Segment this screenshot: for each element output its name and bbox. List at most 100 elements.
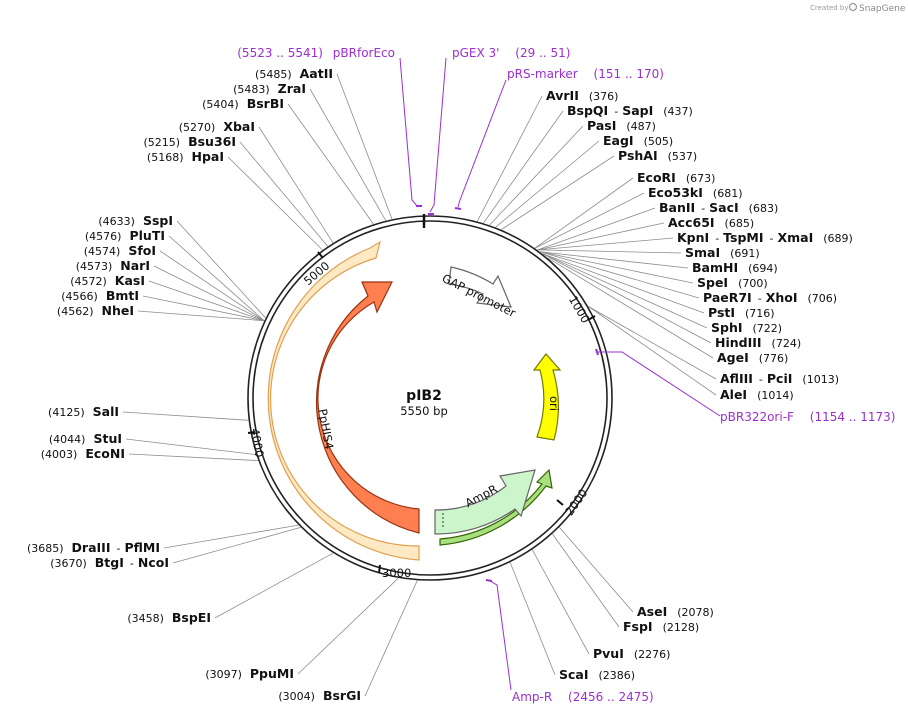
site-position: (722) xyxy=(753,322,783,335)
site-name: NheI xyxy=(102,303,135,318)
site-name: StuI xyxy=(93,431,122,446)
site-fspi[interactable]: FspI(2128) xyxy=(623,619,699,634)
site-label-bsu36i: (5215)Bsu36I xyxy=(144,134,237,149)
site-label-hindiii: HindIII(724) xyxy=(715,335,801,350)
site-afliii-pcii[interactable]: AflIII-PciI(1013) xyxy=(720,371,839,386)
leader-hindiii xyxy=(542,253,712,344)
site-pvui[interactable]: PvuI(2276) xyxy=(593,646,670,661)
primer-prs-marker: pRS-marker (151 .. 170) xyxy=(507,67,664,81)
site-position: (1013) xyxy=(802,373,839,386)
site-sphi[interactable]: SphI (722) xyxy=(711,320,782,335)
site-name: SmaI xyxy=(685,245,720,260)
ampr-feature-arrow[interactable] xyxy=(434,469,536,535)
site-draiii-pflmi[interactable]: (3685)DraIII-PflMI xyxy=(27,540,160,555)
site-position: (505) xyxy=(644,135,674,148)
primers: (5523 .. 5541) pBRforEco pGEX 3' (29 .. … xyxy=(237,46,895,704)
site-ecori[interactable]: EcoRI(673) xyxy=(637,170,715,185)
site-asei[interactable]: AseI(2078) xyxy=(637,604,714,619)
gap-promoter-arrow[interactable] xyxy=(448,266,512,308)
leader-xbai xyxy=(258,126,334,244)
site-name: AvrII xyxy=(546,88,579,103)
site-position: (5215) xyxy=(144,136,181,149)
site-bspei[interactable]: (3458)BspEI xyxy=(127,610,211,625)
site-bsu36i[interactable]: (5215)Bsu36I xyxy=(144,134,237,149)
site-name: KpnI xyxy=(677,230,709,245)
leader-scai xyxy=(509,562,556,676)
site-position: (4633) xyxy=(98,215,135,228)
site-nhei[interactable]: (4562)NheI xyxy=(57,303,134,318)
site-bsrgi[interactable]: (3004)BsrGI xyxy=(278,688,361,703)
primer-amp-r-name: Amp-R xyxy=(512,690,552,704)
site-pshai[interactable]: PshAI(537) xyxy=(618,148,697,163)
plasmid-name: pIB2 xyxy=(406,388,442,404)
site-banii-saci[interactable]: BanII-SacI(683) xyxy=(659,200,778,215)
leader-sali xyxy=(122,411,249,421)
site-stui[interactable]: (4044)StuI xyxy=(49,431,122,446)
tick-1000 xyxy=(587,315,596,321)
site-pasi[interactable]: PasI(487) xyxy=(587,118,656,133)
site-name: PciI xyxy=(767,371,793,386)
site-psti[interactable]: PstI(716) xyxy=(708,305,775,320)
site-paer7i-xhoi[interactable]: PaeR7I-XhoI(706) xyxy=(703,290,837,305)
site-label-avrii: AvrII(376) xyxy=(546,88,618,103)
site-name: SphI xyxy=(711,320,743,335)
site-eco53ki[interactable]: Eco53kI(681) xyxy=(648,185,743,200)
site-name: PpuMI xyxy=(250,666,294,681)
site-label-zrai: (5483)ZraI xyxy=(233,81,306,96)
site-agei[interactable]: AgeI(776) xyxy=(717,350,788,365)
site-name: Acc65I xyxy=(668,215,715,230)
site-bspqi-sapi[interactable]: BspQI-SapI(437) xyxy=(567,103,693,118)
site-scai[interactable]: ScaI(2386) xyxy=(559,667,635,682)
leader-econi xyxy=(128,453,259,461)
site-hpai[interactable]: (5168)HpaI xyxy=(147,149,224,164)
site-avrii[interactable]: AvrII(376) xyxy=(546,88,618,103)
pphis4-feature-arrow[interactable] xyxy=(316,281,420,534)
site-sspi[interactable]: (4633)SspI xyxy=(98,213,173,228)
site-spei[interactable]: SpeI(700) xyxy=(697,275,768,290)
leader-nhei xyxy=(137,310,265,322)
site-sali[interactable]: (4125)SalI xyxy=(48,404,119,419)
site-nari[interactable]: (4573)NarI xyxy=(76,258,150,273)
site-xbai[interactable]: (5270)XbaI xyxy=(179,119,255,134)
leader-kasi xyxy=(148,280,265,322)
primer-mark-amp-r xyxy=(485,579,493,582)
site-label-nhei: (4562)NheI xyxy=(57,303,134,318)
primer-mark-prs-marker xyxy=(454,207,462,210)
site-name: KasI xyxy=(115,273,145,288)
site-position: (5270) xyxy=(179,121,216,134)
site-econi[interactable]: (4003)EcoNI xyxy=(41,446,125,461)
site-label-acc65i: Acc65I(685) xyxy=(668,215,754,230)
restriction-sites: AvrII(376)BspQI-SapI(437)PasI(487)EagI(5… xyxy=(27,66,853,703)
site-eagi[interactable]: EagI(505) xyxy=(603,133,673,148)
site-btgi-ncoi[interactable]: (3670)BtgI-NcoI xyxy=(50,555,169,570)
site-alei[interactable]: AleI(1014) xyxy=(720,387,794,402)
site-separator: - xyxy=(759,373,763,386)
site-position: (487) xyxy=(626,120,656,133)
site-hindiii[interactable]: HindIII(724) xyxy=(715,335,801,350)
site-pluti[interactable]: (4576)PluTI xyxy=(85,228,165,243)
site-name: NcoI xyxy=(138,555,169,570)
tick-4000 xyxy=(247,431,256,434)
leader-spei xyxy=(540,251,694,284)
site-smai[interactable]: SmaI(691) xyxy=(685,245,760,260)
site-bmti[interactable]: (4566)BmtI xyxy=(61,288,139,303)
leader-bsrbi xyxy=(287,103,374,225)
ori-feature-arrow[interactable] xyxy=(532,353,562,441)
site-kpni-tspmi-xmai[interactable]: KpnI-TspMI-XmaI(689) xyxy=(677,230,853,245)
site-separator: - xyxy=(130,557,134,570)
site-bamhi[interactable]: BamHI(694) xyxy=(692,260,778,275)
site-name: HindIII xyxy=(715,335,762,350)
site-label-stui: (4044)StuI xyxy=(49,431,122,446)
site-name: ScaI xyxy=(559,667,589,682)
site-zrai[interactable]: (5483)ZraI xyxy=(233,81,306,96)
site-kasi[interactable]: (4572)KasI xyxy=(70,273,145,288)
site-sfoi[interactable]: (4574)SfoI xyxy=(84,243,156,258)
site-separator: - xyxy=(116,542,120,555)
site-ppumi[interactable]: (3097)PpuMI xyxy=(205,666,294,681)
site-name: DraIII xyxy=(72,540,111,555)
site-acc65i[interactable]: Acc65I(685) xyxy=(668,215,754,230)
site-aatii[interactable]: (5485)AatII xyxy=(255,66,333,81)
site-bsrbi[interactable]: (5404)BsrBI xyxy=(202,96,284,111)
site-name: PstI xyxy=(708,305,735,320)
